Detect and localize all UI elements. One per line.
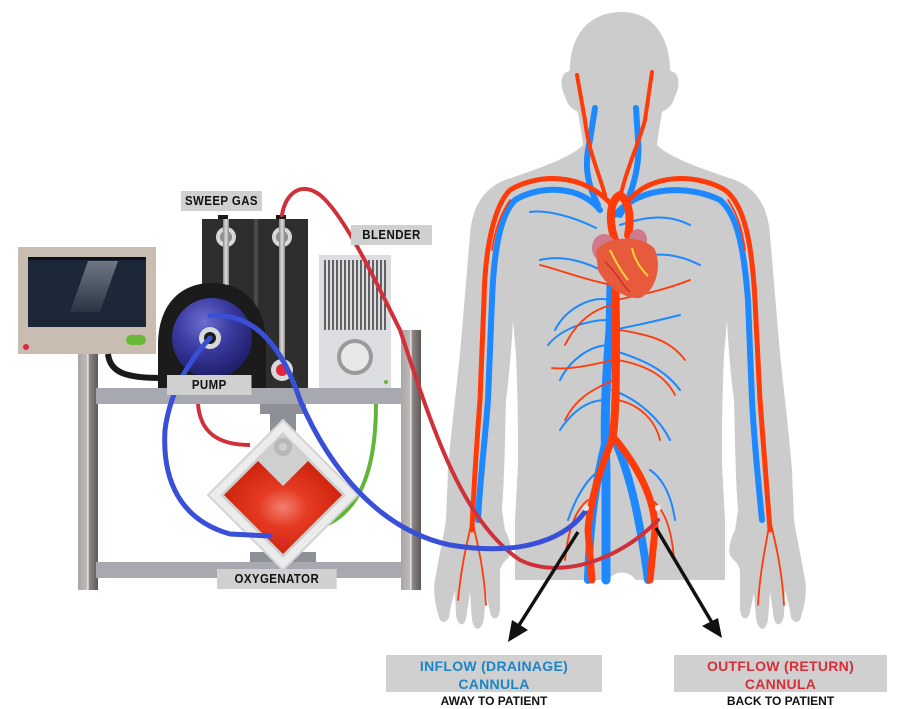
inflow-cannula-tip <box>583 505 589 511</box>
inflow-arrow <box>508 531 580 642</box>
outflow-arrow <box>654 527 722 638</box>
subclavian-artery-left <box>622 176 773 533</box>
blender-vent <box>324 260 386 330</box>
subclavian-left <box>612 187 765 523</box>
outflow-cannula-subtitle: BACK TO PATIENT <box>726 694 835 708</box>
subclavian-artery-right <box>469 176 615 533</box>
pole-left <box>78 350 98 590</box>
inflow-cannula-subtitle: AWAY TO PATIENT <box>440 694 548 708</box>
oxygenator-label: OXYGENATOR <box>217 569 337 589</box>
return-tube <box>280 187 660 570</box>
heart-icon <box>592 229 658 299</box>
monitor-button[interactable] <box>126 335 146 345</box>
outflow-cannula-tip <box>655 505 661 511</box>
body-silhouette <box>434 12 806 629</box>
subclavian-right <box>475 186 603 523</box>
left-iliac-artery <box>612 436 659 584</box>
centrifugal-pump-icon <box>158 283 266 388</box>
monitor-icon <box>18 247 156 362</box>
carotid-left <box>620 70 654 192</box>
right-iliac-artery <box>584 436 616 584</box>
patient-body <box>434 12 806 629</box>
oxygenator-gear-icon <box>274 438 292 456</box>
oxygenator-outlet-tube <box>196 403 251 447</box>
outflow-cannula-caption: OUTFLOW (RETURN) CANNULA BACK TO PATIENT <box>674 655 887 708</box>
drainage-tube <box>207 313 588 552</box>
carotid-right <box>575 73 607 197</box>
monitor-power-led <box>23 344 29 350</box>
outflow-cannula-title: OUTFLOW (RETURN) CANNULA <box>706 658 855 692</box>
sweep-gas-label: SWEEP GAS <box>181 191 262 211</box>
pump-label: PUMP <box>167 375 252 395</box>
blender-label: BLENDER <box>351 225 432 245</box>
gas-blender-icon <box>319 255 391 388</box>
inflow-cannula-caption: INFLOW (DRAINAGE) CANNULA AWAY TO PATIEN… <box>386 655 602 708</box>
blender-status-led <box>384 380 388 384</box>
blender-knob[interactable] <box>337 339 373 375</box>
inflow-cannula-title: INFLOW (DRAINAGE) CANNULA <box>419 658 569 692</box>
monitor-stand <box>78 352 98 362</box>
pump-cable <box>105 353 161 381</box>
oxygenator-mount-top <box>260 404 306 414</box>
drainage-tube-to-oxygenator <box>162 335 273 539</box>
arteries <box>457 70 785 606</box>
aorta <box>606 190 634 444</box>
pole-right <box>401 330 421 590</box>
